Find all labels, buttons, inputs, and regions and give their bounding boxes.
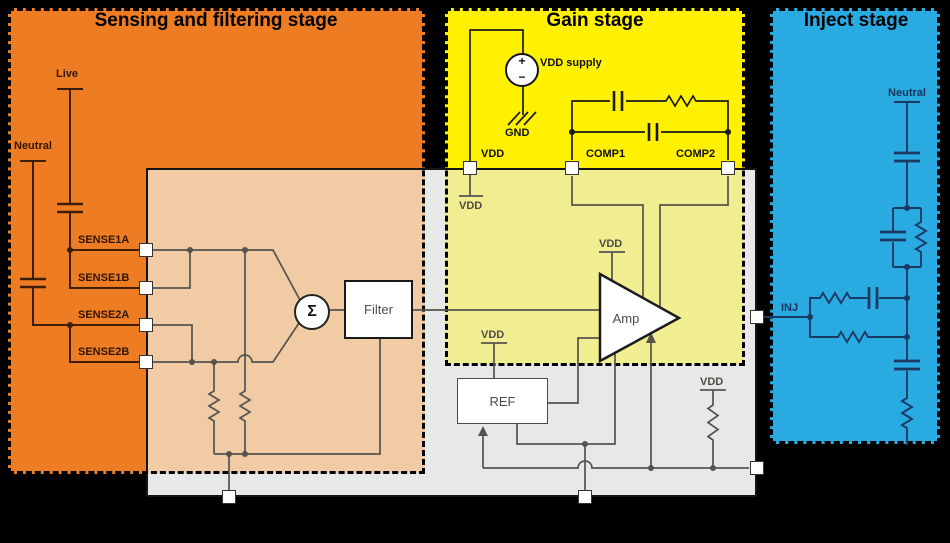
pin-bottom-center <box>578 490 592 504</box>
gain-stage-border <box>445 8 745 366</box>
inject-stage-border <box>770 8 940 444</box>
gain-ic-overlay <box>445 170 744 364</box>
sigma-node: Σ <box>294 294 330 330</box>
neutral-inject-label: Neutral <box>888 87 926 99</box>
sense2a-label: SENSE2A <box>78 309 130 321</box>
comp2-pin-label: COMP2 <box>676 148 716 160</box>
comp-capacitor-upper <box>612 91 624 111</box>
vdd-rail-label-amp: VDD <box>599 238 623 250</box>
pin-sense1b <box>139 281 153 295</box>
sense1a-label: SENSE1A <box>78 234 130 246</box>
pin-sense1a <box>139 243 153 257</box>
pin-sense2b <box>139 355 153 369</box>
pin-right-bottom <box>750 461 764 475</box>
ref-input-arrow <box>478 426 488 436</box>
pin-sense2a <box>139 318 153 332</box>
inject-series-cap2 <box>894 359 920 371</box>
sigma-label: Σ <box>307 303 317 320</box>
vdd-rail-label-ref: VDD <box>481 329 505 341</box>
vdd-supply-label: VDD supply <box>540 57 602 69</box>
inject-parallel-resistor <box>914 208 928 267</box>
sense-resistor-a <box>207 362 221 454</box>
inject-series-cap1 <box>894 151 920 163</box>
live-label: Live <box>56 68 79 80</box>
gain-stage-title: Gain stage <box>546 10 644 31</box>
live-capacitor <box>57 202 83 214</box>
gnd-symbol <box>507 111 537 126</box>
amp-triangle <box>598 271 682 364</box>
pin-bottom-left <box>222 490 236 504</box>
ic-internal-wires <box>146 175 749 490</box>
inject-stage-wires <box>758 101 928 445</box>
sensing-stage-border <box>8 8 425 474</box>
inj-pin-label: INJ <box>781 302 799 314</box>
amp-feedback-arrow <box>646 332 656 343</box>
vdd-pullup-resistor <box>700 389 726 468</box>
inject-parallel-cap <box>880 230 906 242</box>
vdd-supply-source: + − <box>505 53 539 87</box>
amp-label: Amp <box>612 311 640 326</box>
comp-resistor <box>626 94 729 160</box>
inject-bottom-resistor <box>900 371 914 445</box>
inj-top-branch <box>809 291 907 317</box>
gnd-label: GND <box>505 127 530 139</box>
inject-stage-area <box>770 8 940 444</box>
inject-stage-title: Inject stage <box>803 10 909 31</box>
comp1-pin-label: COMP1 <box>586 148 626 160</box>
sense1b-label: SENSE1B <box>78 272 130 284</box>
comp-capacitor-lower <box>647 123 659 141</box>
minus-icon: − <box>518 70 526 84</box>
inj-bottom-branch <box>809 317 907 344</box>
plus-icon: + <box>518 54 526 68</box>
neutral-left-label: Neutral <box>14 140 52 152</box>
ref-block: REF <box>457 378 548 424</box>
sense-resistor-b <box>238 250 252 454</box>
pin-comp1 <box>565 161 579 175</box>
pin-vdd <box>463 161 477 175</box>
sensing-stage-title: Sensing and filtering stage <box>94 10 338 31</box>
ref-label: REF <box>489 393 516 409</box>
sense2b-label: SENSE2B <box>78 346 130 358</box>
neutral-capacitor <box>20 277 46 289</box>
gain-stage-wires <box>469 29 731 161</box>
inj-branch-cap <box>867 287 879 309</box>
vdd-rail-label-1: VDD <box>459 200 483 212</box>
filter-block: Filter <box>344 280 413 339</box>
pin-inj <box>750 310 764 324</box>
sensing-wires <box>20 88 146 363</box>
filter-label: Filter <box>364 302 393 317</box>
ic-block-border <box>146 168 757 497</box>
supply-to-vdd-wire <box>469 29 524 161</box>
vdd-rail-label-pullup: VDD <box>700 376 724 388</box>
vdd-pin-label: VDD <box>481 148 505 160</box>
pin-comp2 <box>721 161 735 175</box>
